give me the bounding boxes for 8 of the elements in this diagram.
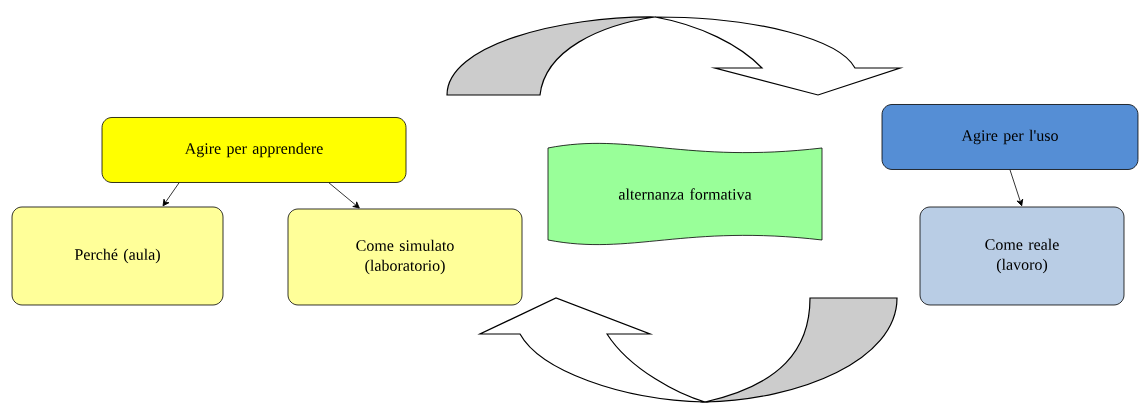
arrow bbox=[162, 182, 180, 207]
arrow bbox=[1009, 169, 1024, 207]
arrow bbox=[328, 182, 360, 209]
process-box: Agire per apprendere bbox=[101, 117, 407, 183]
process-box: Come reale (lavoro) bbox=[919, 206, 1125, 306]
process-box: Come simulato (laboratorio) bbox=[287, 208, 523, 306]
process-box: Perché (aula) bbox=[11, 206, 224, 306]
process-box: Agire per l'uso bbox=[881, 104, 1139, 170]
